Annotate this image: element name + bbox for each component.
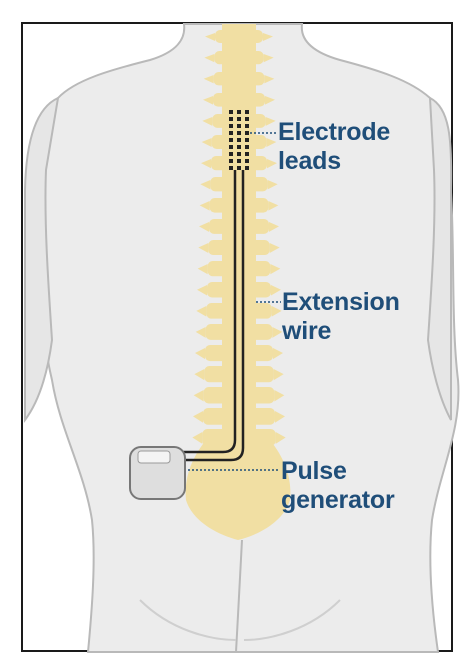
- electrode-contact-24: [245, 145, 249, 149]
- electrode-contact-20: [245, 117, 249, 121]
- right-arm: [426, 96, 453, 421]
- pulse-generator-label-line-1: Pulse: [281, 457, 347, 485]
- electrode-contact-2: [229, 117, 233, 121]
- vertebra-9: [209, 198, 269, 213]
- transverse-process-20: [192, 432, 286, 444]
- electrode-leads-label-line-1: Electrode: [278, 118, 391, 146]
- transverse-process-9: [199, 201, 279, 211]
- vertebra-16: [205, 345, 273, 362]
- electrode-contact-21: [245, 124, 249, 128]
- electrode-contact-27: [245, 166, 249, 170]
- vertebra-3: [213, 72, 265, 86]
- electrode-contact-3: [229, 124, 233, 128]
- gluteal-crease: [235, 539, 243, 653]
- pulse-generator-label: Pulse generator: [281, 457, 395, 515]
- vertebra-19: [203, 408, 275, 425]
- electrode-contact-1: [229, 110, 233, 114]
- vertebra-7: [211, 156, 267, 171]
- vertebra-8: [210, 177, 268, 192]
- vertebra-13: [207, 282, 271, 298]
- electrode-contact-12: [237, 124, 241, 128]
- transverse-process-15: [195, 327, 283, 338]
- electrode-contact-19: [245, 110, 249, 114]
- electrode-contact-13: [237, 131, 241, 135]
- electrode-contact-16: [237, 152, 241, 156]
- electrode-contact-18: [237, 166, 241, 170]
- extension-wire-label-line-1: Extension: [282, 288, 400, 316]
- electrode-contact-25: [245, 152, 249, 156]
- electrode-contact-14: [237, 138, 241, 142]
- electrode-contact-9: [229, 166, 233, 170]
- pulse-generator-header: [137, 450, 171, 464]
- electrode-contact-22: [245, 131, 249, 135]
- electrode-contact-23: [245, 138, 249, 142]
- electrode-contact-10: [237, 110, 241, 114]
- left-arm: [24, 96, 60, 424]
- electrode-contact-5: [229, 138, 233, 142]
- transverse-process-12: [197, 264, 281, 275]
- pulse-generator-label-line-2: generator: [281, 486, 395, 514]
- vertebra-18: [203, 387, 275, 404]
- sacrum: [185, 440, 291, 540]
- electrode-leads-label: Electrode leads: [278, 118, 390, 176]
- transverse-process-17: [194, 369, 284, 381]
- vertebra-4: [213, 93, 265, 107]
- extension-wire-label-line-2: wire: [282, 317, 332, 345]
- vertebra-11: [208, 240, 270, 256]
- electrode-contact-4: [229, 131, 233, 135]
- transverse-process-18: [193, 390, 285, 402]
- transverse-process-11: [198, 243, 280, 254]
- vertebra-2: [214, 51, 264, 65]
- electrode-contact-26: [245, 159, 249, 163]
- vertebra-6: [211, 135, 267, 150]
- vertebra-12: [207, 261, 271, 277]
- extension-wire-label: Extension wire: [282, 288, 400, 346]
- left-gluteal-fold: [139, 599, 237, 641]
- electrode-contact-17: [237, 159, 241, 163]
- electrode-contact-7: [229, 152, 233, 156]
- electrode-contact-8: [229, 159, 233, 163]
- transverse-process-10: [199, 222, 279, 232]
- electrode-contact-15: [237, 145, 241, 149]
- extension-wire-left: [165, 170, 237, 454]
- right-gluteal-fold: [243, 599, 341, 641]
- transverse-process-14: [196, 306, 282, 317]
- electrode-contacts: [229, 110, 249, 170]
- vertebra-15: [205, 324, 273, 340]
- transverse-process-16: [195, 348, 283, 360]
- vertebra-10: [209, 219, 269, 234]
- electrode-contact-6: [229, 145, 233, 149]
- transverse-process-13: [197, 285, 281, 296]
- electrode-leads-label-line-2: leads: [278, 147, 341, 175]
- vertebra-14: [206, 303, 272, 319]
- vertebra-17: [204, 366, 274, 383]
- electrode-contact-11: [237, 117, 241, 121]
- vertebra-1: [215, 30, 263, 43]
- extension-wire-right: [165, 170, 245, 462]
- transverse-process-19: [193, 411, 285, 423]
